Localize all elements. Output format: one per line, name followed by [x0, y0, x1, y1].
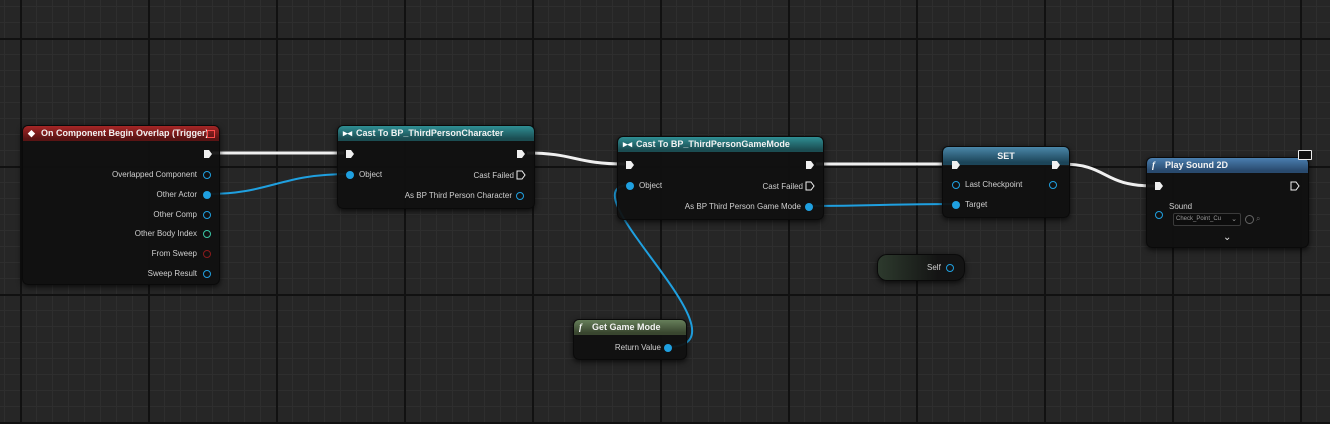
search-icon[interactable]: ⌕	[1256, 214, 1261, 223]
object-wire-gamemode-output	[807, 203, 956, 207]
function-node-header: f Play Sound 2D	[1147, 158, 1308, 173]
function-f-icon: f	[579, 322, 582, 332]
pin-label-object: Object	[639, 181, 663, 190]
exec-out-pin[interactable]	[805, 160, 815, 170]
sound-asset-dropdown[interactable]: Check_Point_Cu ⌄	[1173, 213, 1241, 226]
pin-from-sweep[interactable]	[203, 250, 211, 258]
exec-out-pin[interactable]	[203, 149, 213, 159]
pin-last-checkpoint-out[interactable]	[1049, 181, 1057, 189]
diamond-event-icon: ◆	[28, 128, 35, 138]
exec-in-pin[interactable]	[345, 149, 355, 159]
expand-chevron-icon[interactable]: ⌄	[1223, 232, 1232, 243]
pin-last-checkpoint-in[interactable]	[952, 181, 960, 189]
pin-target[interactable]	[952, 201, 960, 209]
pin-label-other-actor: Other Actor	[156, 190, 197, 199]
cast-node-header: ▸◂ Cast To BP_ThirdPersonCharacter	[338, 126, 534, 141]
pin-object[interactable]	[346, 171, 354, 179]
exec-in-pin[interactable]	[1154, 181, 1164, 191]
pin-label-last-checkpoint: Last Checkpoint	[965, 180, 1023, 189]
pin-label-cast-failed: Cast Failed	[762, 182, 803, 191]
pin-label-as-gamemode: As BP Third Person Game Mode	[684, 202, 801, 211]
exec-wire-cast-to-cast	[526, 151, 626, 166]
event-node-title: On Component Begin Overlap (Trigger)	[41, 128, 209, 138]
object-wire-return-value	[613, 184, 694, 348]
exec-cast-failed-pin[interactable]	[805, 181, 815, 191]
cast-node-header: ▸◂ Cast To BP_ThirdPersonGameMode	[618, 137, 823, 152]
event-node-header: ◆ On Component Begin Overlap (Trigger)	[23, 126, 219, 141]
pin-label-target: Target	[965, 200, 988, 209]
use-asset-arrow-icon[interactable]	[1245, 215, 1254, 224]
set-node-title: SET	[997, 151, 1015, 161]
pin-sweep-result[interactable]	[203, 270, 211, 278]
pin-label-other-body-index: Other Body Index	[134, 229, 197, 238]
exec-out-pin[interactable]	[1290, 181, 1300, 191]
exec-out-pin[interactable]	[1051, 160, 1061, 170]
cast-node-title: Cast To BP_ThirdPersonCharacter	[356, 128, 504, 138]
cast-node-title: Cast To BP_ThirdPersonGameMode	[636, 139, 790, 149]
event-node-overlap[interactable]: ◆ On Component Begin Overlap (Trigger) O…	[22, 125, 220, 285]
pin-other-body-index[interactable]	[203, 230, 211, 238]
function-f-icon: f	[1152, 160, 1155, 170]
pin-self[interactable]	[946, 264, 954, 272]
pin-label-sound: Sound	[1169, 202, 1193, 211]
exec-in-pin[interactable]	[625, 160, 635, 170]
set-node-header: SET	[943, 147, 1069, 165]
pin-label-object: Object	[359, 170, 383, 179]
object-wire-otheractor	[207, 173, 350, 195]
self-node[interactable]: Self	[877, 254, 965, 281]
pure-node-title: Get Game Mode	[592, 322, 661, 332]
exec-wire-set-to-playsound	[1060, 162, 1156, 188]
exec-in-pin[interactable]	[951, 160, 961, 170]
pin-return-value[interactable]	[664, 344, 672, 352]
pin-label-sweep-result: Sweep Result	[147, 269, 197, 278]
pin-label-other-comp: Other Comp	[153, 210, 197, 219]
pure-node-header: f Get Game Mode	[574, 320, 686, 335]
exec-cast-failed-pin[interactable]	[516, 170, 526, 180]
pin-as-gamemode[interactable]	[805, 203, 813, 211]
pin-label-overlapped-component: Overlapped Component	[112, 170, 197, 179]
pin-label-return-value: Return Value	[614, 343, 661, 352]
monitor-icon	[1298, 150, 1312, 160]
pin-sound[interactable]	[1155, 211, 1163, 219]
cast-node-gamemode[interactable]: ▸◂ Cast To BP_ThirdPersonGameMode Object…	[617, 136, 824, 220]
pin-object[interactable]	[626, 182, 634, 190]
cast-arrows-icon: ▸◂	[343, 128, 353, 138]
pin-label-from-sweep: From Sweep	[151, 249, 197, 258]
pin-overlapped-component[interactable]	[203, 171, 211, 179]
pin-other-comp[interactable]	[203, 211, 211, 219]
function-node-play-sound[interactable]: f Play Sound 2D Sound Check_Point_Cu ⌄ ⌕…	[1146, 157, 1309, 248]
function-node-title: Play Sound 2D	[1165, 160, 1229, 170]
cast-arrows-icon: ▸◂	[623, 139, 633, 149]
pin-as-character[interactable]	[516, 192, 524, 200]
pin-label-cast-failed: Cast Failed	[473, 171, 514, 180]
pure-node-get-game-mode[interactable]: f Get Game Mode Return Value	[573, 319, 687, 360]
delegate-square-icon[interactable]	[207, 130, 215, 138]
pin-other-actor[interactable]	[203, 191, 211, 199]
sound-asset-value: Check_Point_Cu	[1176, 216, 1222, 222]
chevron-down-icon: ⌄	[1231, 216, 1237, 223]
exec-out-pin[interactable]	[516, 149, 526, 159]
cast-node-character[interactable]: ▸◂ Cast To BP_ThirdPersonCharacter Objec…	[337, 125, 535, 209]
pin-label-as-character: As BP Third Person Character	[404, 191, 512, 200]
set-node[interactable]: SET Last Checkpoint Target	[942, 146, 1070, 218]
self-label: Self	[927, 263, 941, 272]
